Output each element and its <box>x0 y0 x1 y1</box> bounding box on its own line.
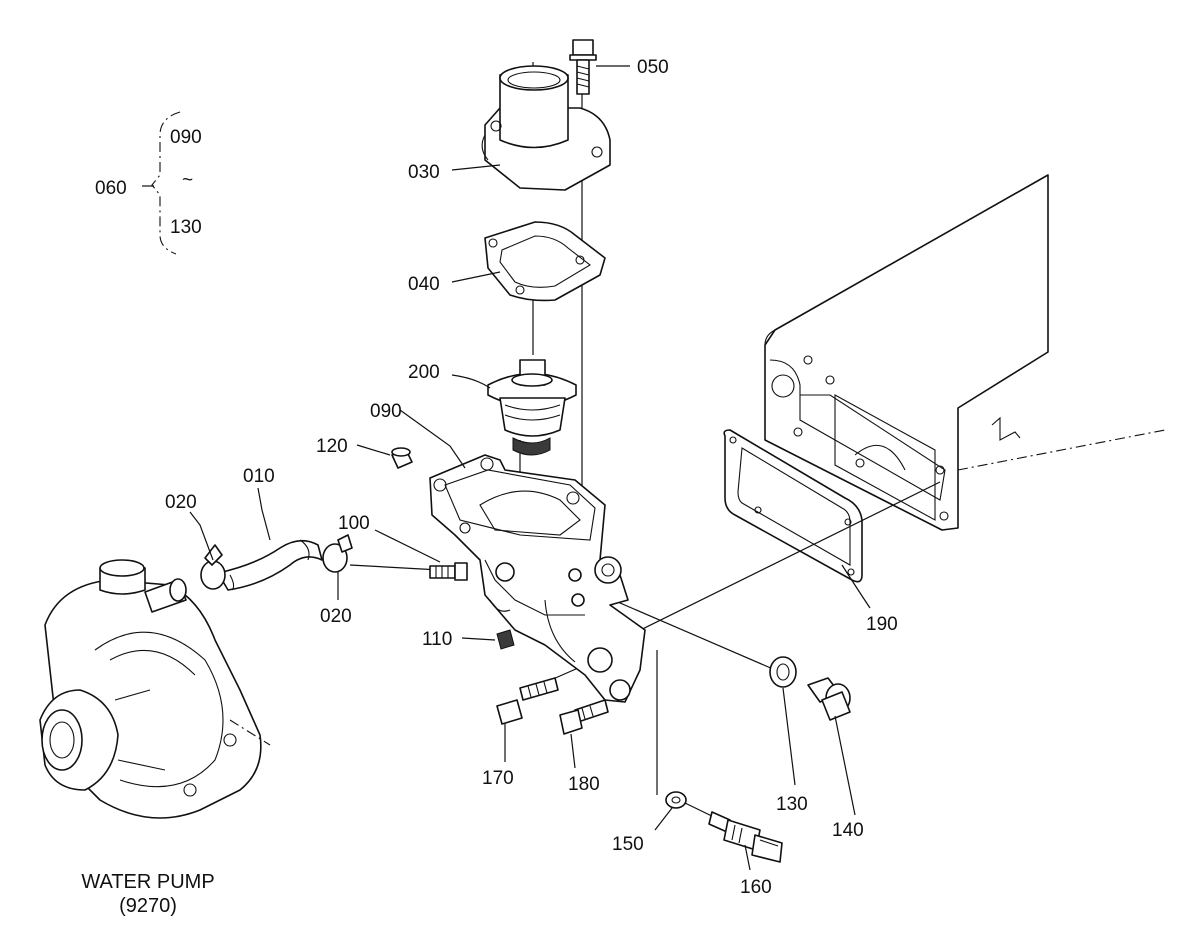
label-150: 150 <box>612 834 644 855</box>
clamp-020-left <box>189 511 226 590</box>
engine-block <box>764 174 1166 531</box>
caption-water-pump: WATER PUMP <box>81 871 214 893</box>
label-020-left: 020 <box>165 492 197 513</box>
caption-water-pump-ref: (9270) <box>119 895 177 917</box>
label-130: 130 <box>776 794 808 815</box>
gasket-190 <box>723 429 871 609</box>
label-040: 040 <box>408 274 440 295</box>
thermostat-200 <box>451 359 577 456</box>
drain-plug-140 <box>807 677 856 816</box>
part-labels: 050 030 040 200 090 120 010 020 100 020 … <box>81 57 897 917</box>
label-190: 190 <box>866 614 898 635</box>
thermostat-housing-090 <box>399 409 646 703</box>
label-020-right: 020 <box>320 606 352 627</box>
label-060-tilde: ~ <box>182 170 193 191</box>
fitting-100 <box>374 529 468 581</box>
group-bracket-060 <box>142 111 181 255</box>
label-050: 050 <box>637 57 669 78</box>
label-180: 180 <box>568 774 600 795</box>
clamp-020-right <box>322 534 353 600</box>
label-120: 120 <box>316 436 348 457</box>
label-160: 160 <box>740 877 772 898</box>
label-140: 140 <box>832 820 864 841</box>
label-060-to: 130 <box>170 217 202 238</box>
label-200: 200 <box>408 362 440 383</box>
water-pump <box>39 559 271 819</box>
label-060-group: 060 <box>95 178 127 199</box>
bolt-180 <box>559 699 609 769</box>
label-030: 030 <box>408 162 440 183</box>
hose-010 <box>217 487 323 591</box>
label-110: 110 <box>422 629 452 650</box>
temp-sensor-160 <box>684 802 783 871</box>
label-100: 100 <box>338 513 370 534</box>
label-090: 090 <box>370 401 402 422</box>
thermostat-cover-030 <box>451 65 611 191</box>
label-060-from: 090 <box>170 127 202 148</box>
gasket-040 <box>451 221 606 302</box>
bolt-170 <box>496 677 559 762</box>
plug-110 <box>461 629 515 650</box>
label-170: 170 <box>482 768 514 789</box>
label-010: 010 <box>243 466 275 487</box>
washer-150 <box>654 791 687 831</box>
washer-130 <box>769 656 797 786</box>
plug-120 <box>356 444 413 469</box>
bolt-050 <box>569 39 630 95</box>
